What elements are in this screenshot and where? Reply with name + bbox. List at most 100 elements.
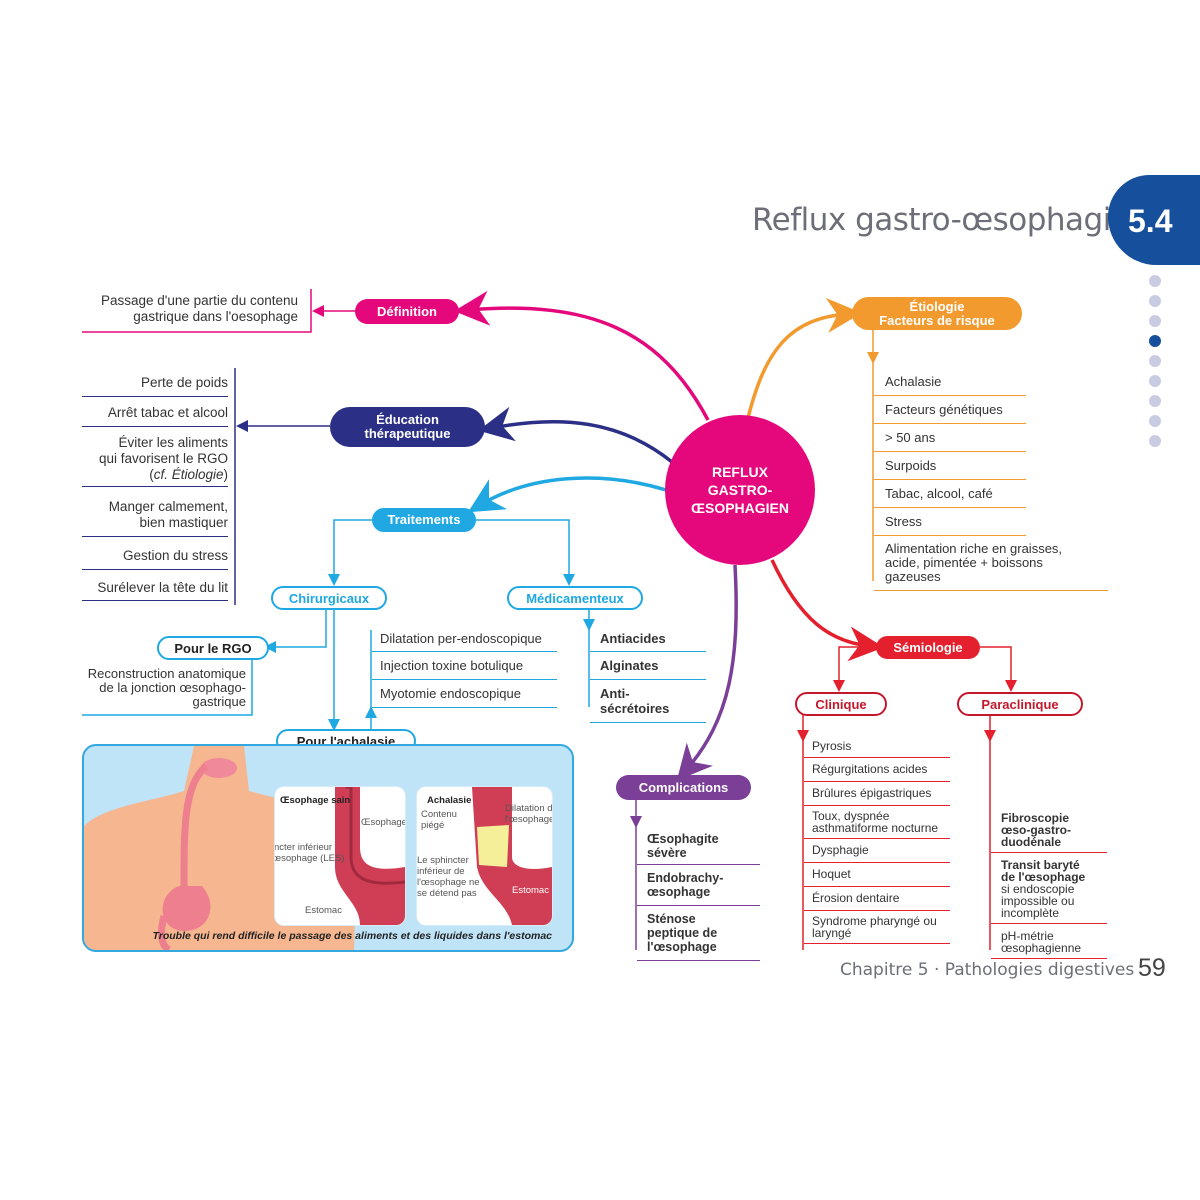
nav-dot[interactable] [1149, 415, 1161, 427]
achalasia-title: Achalasie [427, 795, 472, 806]
nav-dot[interactable] [1149, 375, 1161, 387]
paraclinique-item: Fibroscopie œso-gastro-duodénale [991, 808, 1107, 853]
education-label-line-2: thérapeutique [364, 426, 451, 441]
complications-label: Complications [638, 779, 729, 795]
paraclinique-item: pH-métrie œsophagienne [991, 924, 1107, 959]
semiologie-label: Sémiologie [893, 639, 963, 655]
healthy-title: Œsophage sain [280, 795, 351, 806]
etiologie-item: Surpoids [874, 452, 1026, 480]
clinique-item: Érosion dentaire [804, 887, 950, 911]
medicamenteux-list: Antiacides Alginates Anti-sécrétoires [590, 626, 706, 723]
nav-dot[interactable] [1149, 335, 1161, 347]
definition-label: Définition [377, 303, 437, 319]
traitements-node[interactable]: Traitements [372, 508, 476, 532]
definition-text: Passage d'une partie du contenu gastriqu… [80, 293, 298, 325]
medicamenteux-label: Médicamenteux [526, 590, 624, 606]
paraclinique-item-bold: Fibroscopie œso-gastro-duodénale [1001, 811, 1071, 849]
semiologie-node[interactable]: Sémiologie [876, 636, 980, 659]
clinique-item: Hoquet [804, 863, 950, 887]
education-item: Gestion du stress [82, 537, 228, 570]
pour-rgo-text: Reconstruction anatomique de la jonction… [87, 666, 246, 709]
etiologie-item: Achalasie [874, 368, 1026, 396]
complications-item: Œsophagite sévère [637, 828, 760, 865]
nav-dot[interactable] [1149, 275, 1161, 287]
clinique-item: Pyrosis [804, 736, 950, 758]
etiologie-label-line-2: Facteurs de risque [879, 312, 995, 328]
etiologie-node[interactable]: Étiologie Facteurs de risque [852, 297, 1022, 330]
etiologie-label-line-1: Étiologie [909, 298, 965, 314]
section-number: 5.4 [1128, 203, 1173, 239]
etiologie-list: Achalasie Facteurs génétiques > 50 ans S… [874, 368, 1108, 591]
complications-list: Œsophagite sévère Endobrachy-œsophage St… [637, 828, 760, 961]
paraclinique-item: Transit baryté de l'œsophage si endoscop… [991, 853, 1107, 924]
medicamenteux-item: Alginates [590, 652, 706, 680]
healthy-esophagus-panel: Œsophage sain Œsophage Sphincter inférie… [274, 786, 406, 926]
education-node[interactable]: Éducation thérapeutique [330, 407, 485, 447]
achalasie-list: Dilatation per-endoscopique Injection to… [372, 626, 557, 708]
paraclinique-list: Fibroscopie œso-gastro-duodénale Transit… [991, 808, 1107, 959]
arrow-to-etiologie [746, 297, 862, 419]
traitements-label: Traitements [387, 512, 461, 527]
definition-node[interactable]: Définition [355, 299, 459, 324]
paraclinique-label: Paraclinique [981, 696, 1059, 712]
clinique-label: Clinique [815, 696, 867, 712]
clinique-list: Pyrosis Régurgitations acides Brûlures é… [804, 736, 950, 944]
nav-dot[interactable] [1149, 395, 1161, 407]
medicamenteux-item: Anti-sécrétoires [590, 680, 706, 723]
education-label-line-1: Éducation [376, 412, 439, 427]
medicamenteux-item: Antiacides [590, 626, 706, 652]
dilatation-label: Dilatation de l'œsophage [505, 803, 553, 825]
education-item: Surélever la tête du lit [82, 570, 228, 601]
healthy-esophagus-drawing [335, 787, 405, 925]
definition-text-line-1: Passage d'une partie du contenu [101, 293, 298, 308]
clinique-item: Dysphagie [804, 839, 950, 863]
healthy-sphincter-label: Sphincter inférieur de l'œsophage (LES) [274, 842, 345, 864]
achalasia-drawing [472, 787, 552, 925]
complications-node[interactable]: Complications [616, 775, 751, 800]
achalasia-sphincter-label: Le sphincter inférieur de l'œsophage ne … [417, 855, 480, 899]
chirurgicaux-label: Chirurgicaux [288, 590, 370, 606]
arrow-to-traitements [467, 476, 667, 513]
education-list: Perte de poids Arrêt tabac et alcool Évi… [82, 370, 228, 601]
stomach [162, 886, 211, 931]
achalasia-illustration: Œsophage sain Œsophage Sphincter inférie… [82, 744, 574, 952]
complications-item: Sténose peptique de l'œsophage [637, 906, 760, 961]
section-badge [1108, 175, 1200, 265]
center-line-2: GASTRO- [707, 482, 773, 498]
healthy-estomac-label: Estomac [305, 905, 342, 916]
esophagus [180, 763, 209, 887]
clinique-item: Brûlures épigastriques [804, 782, 950, 806]
central-topic: REFLUX GASTRO- ŒSOPHAGIEN [665, 415, 815, 565]
achalasia-estomac-label: Estomac [512, 885, 549, 896]
arrow-to-education [478, 406, 674, 464]
page-number: 59 [1138, 954, 1166, 982]
nav-dot[interactable] [1149, 435, 1161, 447]
nav-dot[interactable] [1149, 355, 1161, 367]
etiologie-item: Tabac, alcool, café [874, 480, 1026, 508]
arrow-to-definition [454, 290, 710, 421]
clinique-item: Syndrome pharyngé ou laryngé [804, 911, 950, 944]
paraclinique-item-bold: Transit baryté de l'œsophage [1001, 858, 1086, 884]
paraclinique-item-detail: si endoscopie impossible ou incomplète [1001, 882, 1075, 920]
contenu-piege-label: Contenu piégé [421, 809, 457, 831]
center-line-1: REFLUX [711, 464, 768, 480]
education-item: Manger calmement, bien mastiquer [82, 487, 228, 537]
page-title: Reflux gastro-œsophagien [752, 202, 1149, 238]
definition-text-line-2: gastrique dans l'oesophage [133, 309, 298, 324]
complications-item: Endobrachy-œsophage [637, 865, 760, 906]
chirurgicaux-node[interactable]: Chirurgicaux [271, 586, 387, 610]
clinique-item: Régurgitations acides [804, 758, 950, 782]
pour-rgo-label: Pour le RGO [174, 640, 252, 656]
education-item: Arrêt tabac et alcool [82, 397, 228, 427]
healthy-oesophage-label: Œsophage [361, 817, 406, 828]
achalasie-item: Myotomie endoscopique [372, 680, 557, 708]
clinique-node[interactable]: Clinique [795, 692, 887, 716]
medicamenteux-node[interactable]: Médicamenteux [507, 586, 643, 610]
nav-dot[interactable] [1149, 315, 1161, 327]
nav-dot[interactable] [1149, 295, 1161, 307]
achalasie-item: Dilatation per-endoscopique [372, 626, 557, 652]
pour-rgo-node[interactable]: Pour le RGO [157, 636, 269, 660]
achalasie-item: Injection toxine botulique [372, 652, 557, 680]
etiologie-item: > 50 ans [874, 424, 1026, 452]
paraclinique-node[interactable]: Paraclinique [957, 692, 1083, 716]
